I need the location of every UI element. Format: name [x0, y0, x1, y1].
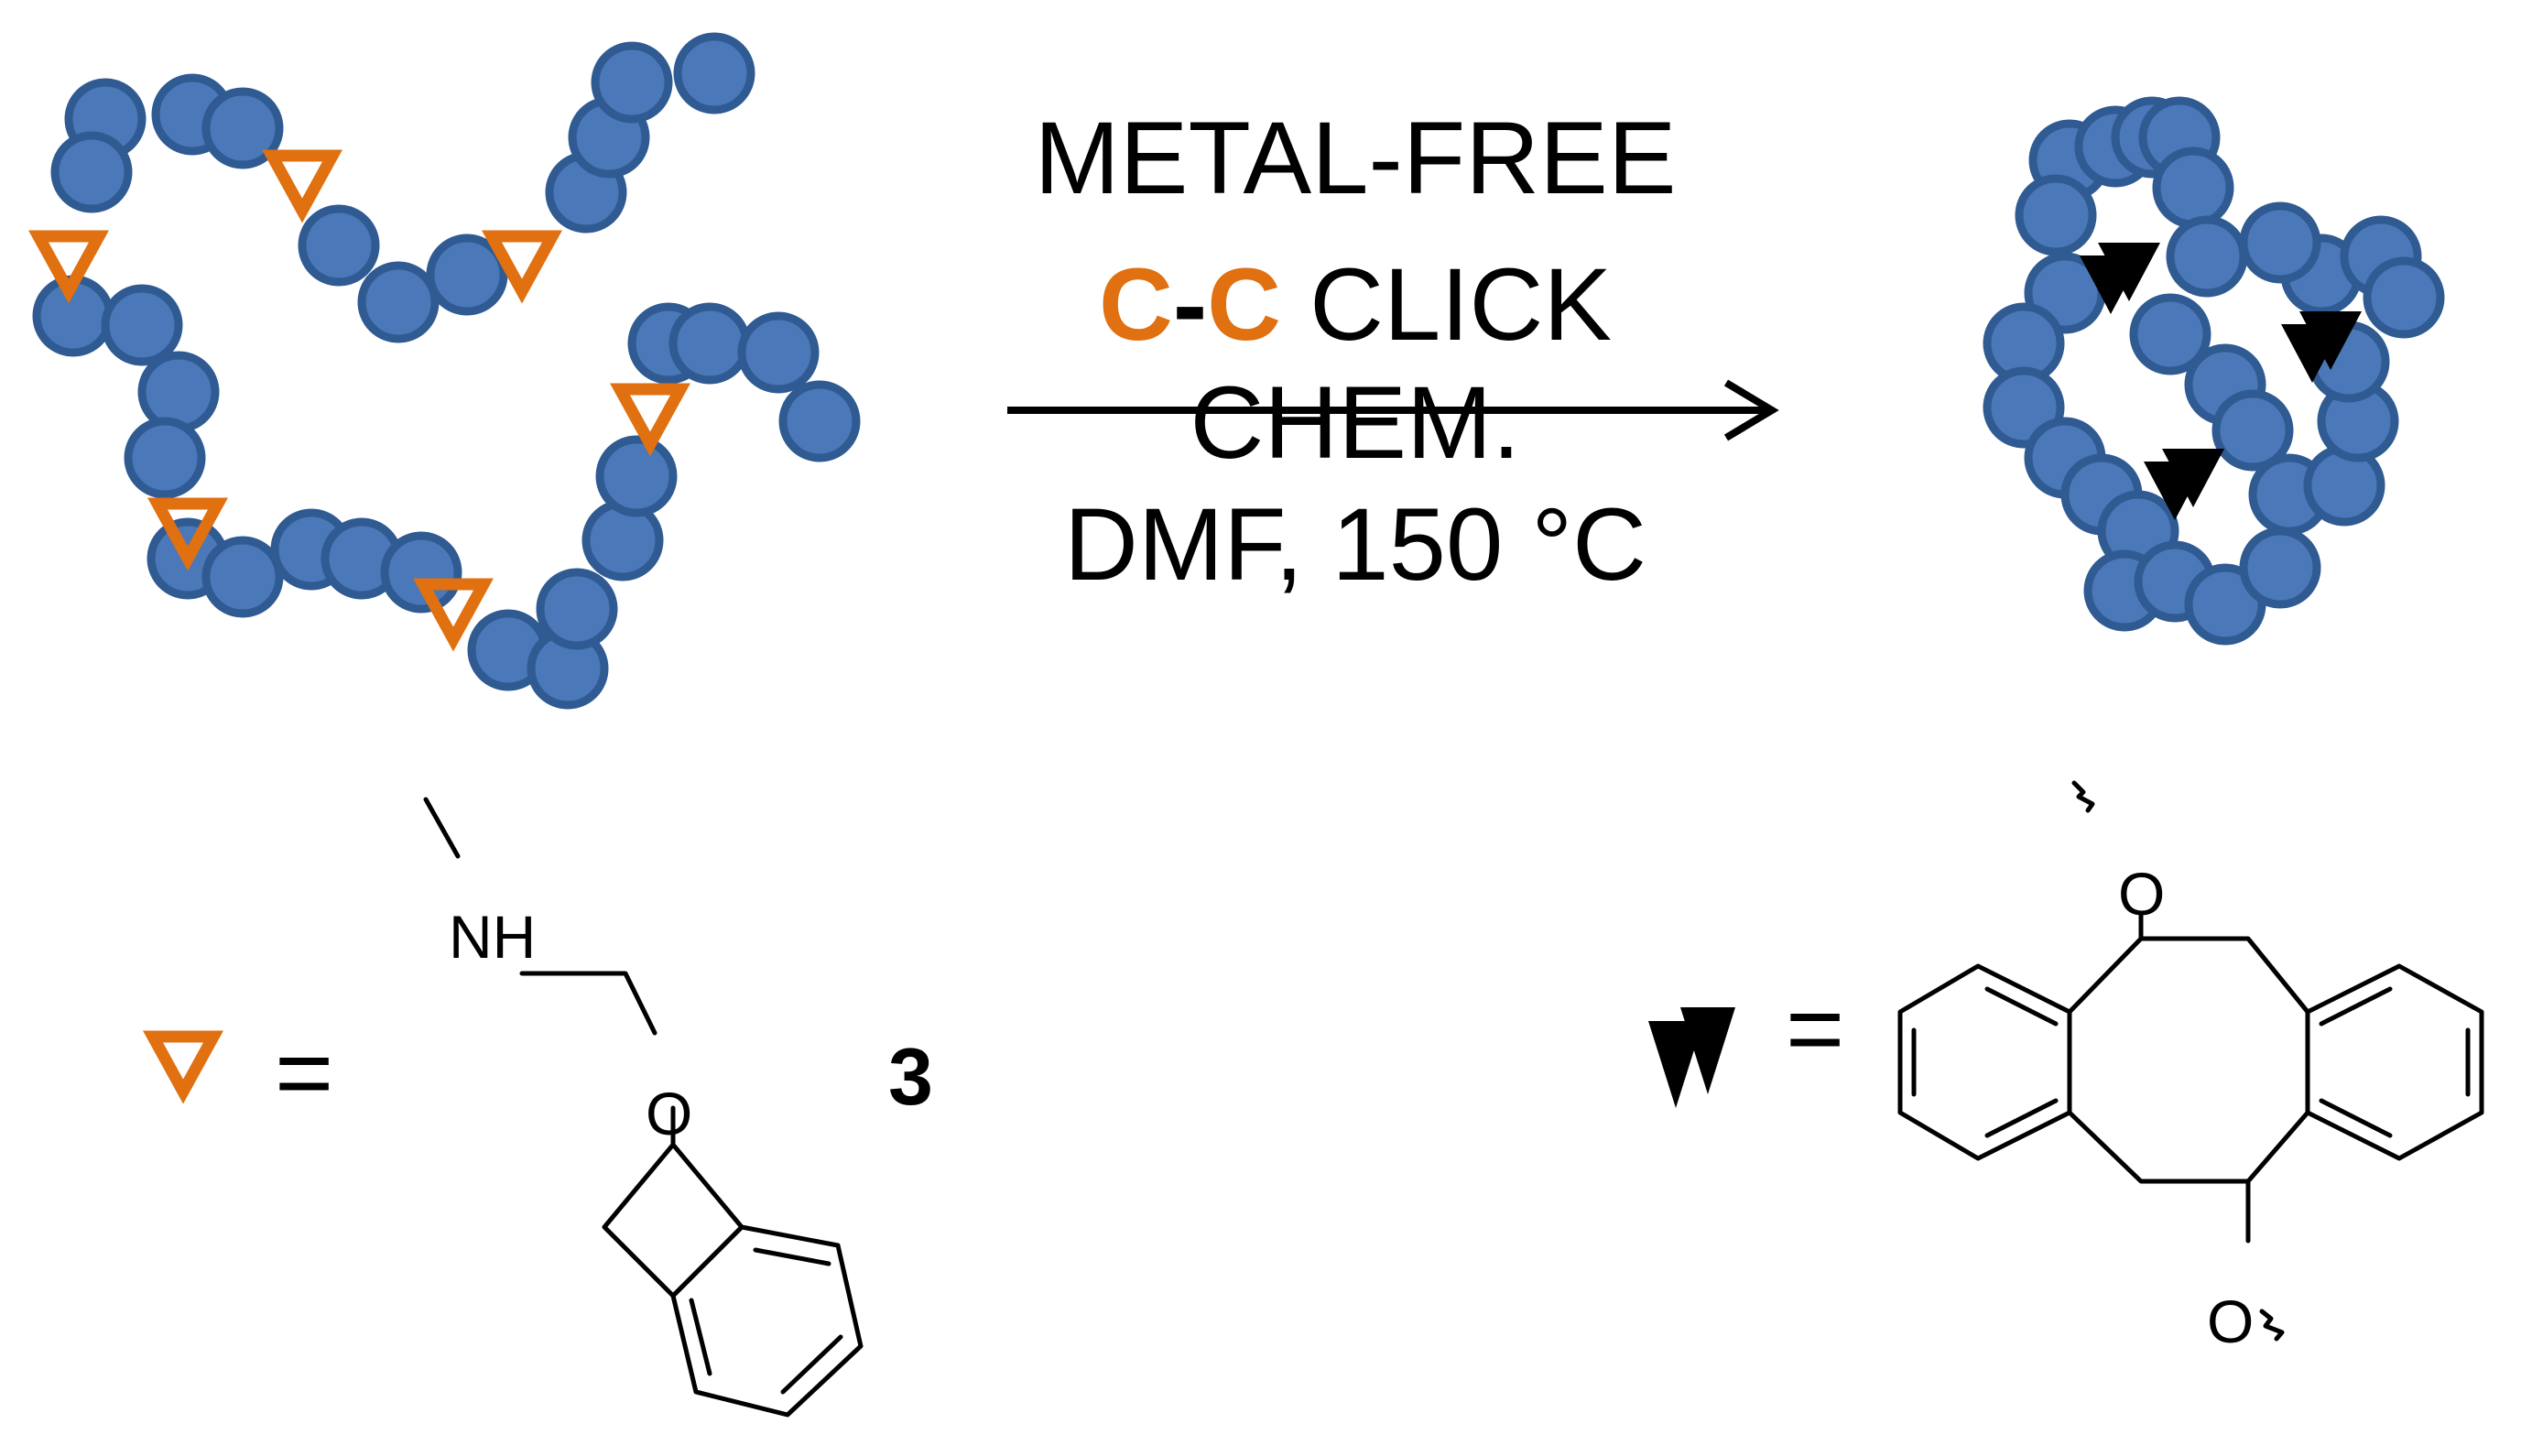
carbon-label-left: C [1098, 247, 1173, 362]
equals-sign-left: = [275, 1016, 334, 1129]
carbon-label-right: C [1207, 247, 1282, 362]
condition-line-metal-free: METAL-FREE [1034, 101, 1677, 215]
condition-line-click-chemistry: C-C CLICK CHEM. [934, 245, 1777, 482]
oxygen-label-top: O [2118, 860, 2166, 928]
crosslinked-nanoparticle [1987, 101, 2440, 641]
condition-line-solvent-temperature: DMF, 150 °C [1063, 487, 1647, 602]
dibenzocyclooctadiene-structure [1897, 780, 2484, 1342]
oxygen-label-left: O [646, 1080, 693, 1147]
oxygen-label-bottom: O [2207, 1288, 2255, 1355]
compound-number: 3 [888, 1031, 933, 1122]
linear-polymer-chain [37, 37, 856, 705]
equals-sign-right: = [1786, 972, 1845, 1085]
benzocyclobutene-legend-marker [153, 1037, 213, 1092]
compound-3-structure [423, 797, 864, 1418]
click-chem-label: CLICK CHEM. [1190, 247, 1613, 480]
bond-dash: - [1172, 247, 1208, 362]
amine-label: NH [449, 903, 537, 971]
crosslink-legend-marker [1648, 1007, 1735, 1108]
reaction-arrow [1007, 379, 1779, 441]
